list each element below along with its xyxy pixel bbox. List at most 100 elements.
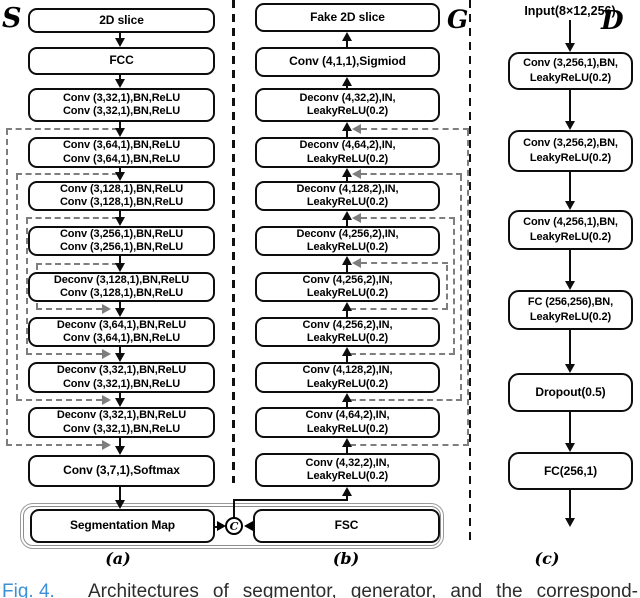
skip-connection-line — [361, 128, 469, 130]
gen-block-conv256-1: Conv (4,256,2),IN, LeakyReLU(0.2) — [255, 272, 440, 302]
fsc-to-concat-arrowhead — [244, 521, 253, 531]
segmentation-map-box: Segmentation Map — [30, 509, 215, 543]
gen-block-conv128: Conv (4,128,2),IN, LeakyReLU(0.2) — [255, 362, 440, 393]
flow-arrow-down — [113, 256, 126, 272]
skip-arrowhead — [102, 395, 111, 405]
fusion-container — [20, 503, 444, 549]
seg-block-conv256: Conv (3,256,1),BN,ReLU Conv (3,256,1),BN… — [28, 226, 215, 256]
caption-text: Architectures of segmentor, generator, a… — [88, 581, 638, 598]
skip-arrowhead — [352, 213, 361, 223]
disc-block-conv256-k4: Conv (4,256,1),BN, LeakyReLU(0.2) — [508, 210, 633, 250]
block-line: Conv (4,64,2),IN, — [305, 409, 390, 421]
disc-block-conv256-s1: Conv (3,256,1),BN, LeakyReLU(0.2) — [508, 52, 633, 90]
skip-connection-line — [460, 175, 462, 400]
flow-arrow-down — [563, 490, 576, 527]
block-line: Deconv (3,32,1),BN,ReLU — [56, 364, 187, 376]
seg-block-deconv128: Deconv (3,128,1),BN,ReLU Conv (3,128,1),… — [28, 272, 215, 302]
skip-arrowhead — [352, 124, 361, 134]
figure-caption: Fig. 4. Architectures of segmentor, gene… — [0, 581, 640, 598]
flow-arrow-down — [113, 168, 126, 181]
discriminator-input-label: Input(8×12,256) — [524, 4, 616, 18]
flow-arrow-down — [113, 302, 126, 317]
seg-block-2d-slice: 2D slice — [28, 8, 215, 33]
discriminator-label: D — [601, 6, 624, 36]
gen-block-conv32: Conv (4,32,2),IN, LeakyReLU(0.2) — [255, 453, 440, 487]
gen-block-conv64: Conv (4,64,2),IN, LeakyReLU(0.2) — [255, 407, 440, 438]
flow-arrow-down — [563, 90, 576, 130]
separator-g-d — [468, 0, 472, 545]
block-line: Conv (3,256,1),BN, — [523, 57, 618, 69]
block-line: LeakyReLU(0.2) — [529, 311, 612, 323]
flow-arrow-down — [113, 211, 126, 226]
gen-block-conv256-2: Conv (4,256,2),IN, LeakyReLU(0.2) — [255, 317, 440, 347]
concat-node: C — [225, 517, 243, 535]
block-line: Conv (4,32,2),IN, — [305, 456, 390, 469]
block-line: Conv (3,32,1),BN,ReLU — [62, 422, 181, 435]
block-line: Conv (3,128,1),BN,ReLU — [59, 196, 184, 208]
skip-connection-line — [26, 217, 118, 219]
block-line: LeakyReLU(0.2) — [306, 332, 389, 344]
block-line: Conv (3,64,1),BN,ReLU — [62, 152, 181, 165]
flow-arrow-up — [340, 302, 353, 317]
skip-arrowhead — [102, 304, 111, 314]
block-line: LeakyReLU(0.2) — [306, 422, 389, 435]
segmap-to-concat-arrowhead — [217, 521, 226, 531]
block-line: Deconv (4,128,2),IN, — [296, 182, 399, 195]
skip-connection-line — [361, 262, 448, 264]
block-line: LeakyReLU(0.2) — [306, 152, 389, 165]
skip-connection-line — [361, 173, 462, 175]
flow-arrow-down — [113, 347, 126, 362]
flow-arrow-down — [113, 75, 126, 88]
skip-connection-line — [36, 308, 102, 310]
panel-label-b: (b) — [332, 549, 360, 568]
skip-connection-line — [350, 353, 455, 355]
panel-label-a: (a) — [105, 549, 131, 568]
block-line: Deconv (4,256,2),IN, — [296, 227, 399, 240]
gen-block-fake-slice: Fake 2D slice — [255, 3, 440, 32]
block-line: Conv (3,128,1),BN,ReLU — [59, 287, 184, 299]
disc-block-dropout: Dropout(0.5) — [508, 373, 633, 412]
seg-block-deconv32-1: Deconv (3,32,1),BN,ReLU Conv (3,32,1),BN… — [28, 362, 215, 393]
skip-connection-line — [26, 353, 102, 355]
block-line: LeakyReLU(0.2) — [306, 287, 389, 299]
block-line: Deconv (3,32,1),BN,ReLU — [56, 409, 187, 421]
seg-block-fcc: FCC — [28, 47, 215, 75]
seg-block-conv32: Conv (3,32,1),BN,ReLU Conv (3,32,1),BN,R… — [28, 88, 215, 122]
flow-arrow-up — [340, 487, 353, 500]
block-line: Conv (3,32,1),BN,ReLU — [62, 105, 181, 117]
block-line: Conv (3,64,1),BN,ReLU — [62, 332, 181, 344]
flow-arrow-up — [340, 393, 353, 407]
flow-arrow-down — [113, 122, 126, 137]
skip-connection-line — [16, 399, 102, 401]
block-line: LeakyReLU(0.2) — [529, 152, 612, 164]
flow-arrow-down — [563, 412, 576, 452]
skip-arrowhead — [352, 258, 361, 268]
skip-connection-line — [350, 308, 448, 310]
seg-block-conv128: Conv (3,128,1),BN,ReLU Conv (3,128,1),BN… — [28, 181, 215, 211]
skip-connection-line — [350, 444, 469, 446]
block-line: LeakyReLU(0.2) — [529, 72, 612, 84]
gen-block-deconv32: Deconv (4,32,2),IN, LeakyReLU(0.2) — [255, 88, 440, 122]
block-line: Conv (4,256,2),IN, — [302, 273, 393, 286]
block-line: LeakyReLU(0.2) — [306, 377, 389, 390]
block-line: Deconv (3,128,1),BN,ReLU — [53, 273, 190, 286]
separator-s-g — [232, 0, 235, 483]
gen-block-deconv64: Deconv (4,64,2),IN, LeakyReLU(0.2) — [255, 137, 440, 168]
block-line: Conv (3,32,1),BN,ReLU — [62, 91, 181, 104]
segmentor-label: S — [2, 3, 22, 34]
skip-connection-line — [6, 129, 8, 445]
block-line: Deconv (3,64,1),BN,ReLU — [56, 318, 187, 331]
flow-arrow-up — [340, 438, 353, 453]
skip-connection-line — [446, 265, 448, 309]
skip-connection-line — [16, 173, 118, 175]
flow-arrow-down — [113, 438, 126, 455]
flow-arrow-down — [563, 330, 576, 373]
seg-block-deconv32-2: Deconv (3,32,1),BN,ReLU Conv (3,32,1),BN… — [28, 407, 215, 438]
skip-connection-line — [16, 174, 18, 400]
seg-block-deconv64: Deconv (3,64,1),BN,ReLU Conv (3,64,1),BN… — [28, 317, 215, 347]
block-line: Conv (3,64,1),BN,ReLU — [62, 139, 181, 151]
flow-arrow-up — [340, 77, 353, 88]
flow-arrow-down — [113, 33, 126, 47]
seg-block-conv64: Conv (3,64,1),BN,ReLU Conv (3,64,1),BN,R… — [28, 137, 215, 168]
